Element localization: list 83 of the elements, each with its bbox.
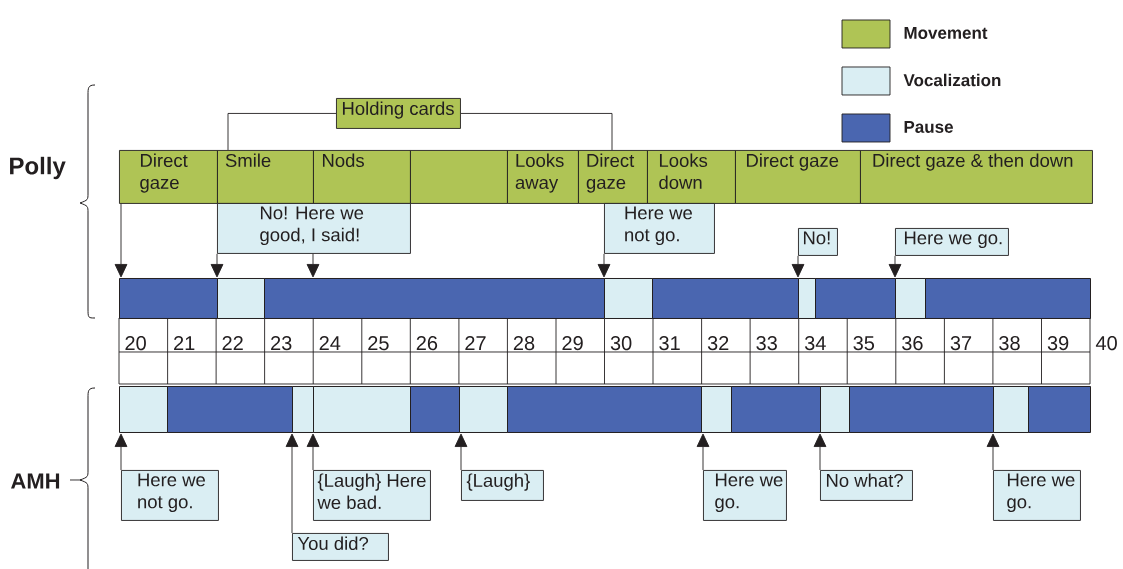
time-number: 40	[1095, 336, 1117, 351]
time-number: 20	[125, 336, 146, 351]
time-number: 30	[610, 336, 632, 351]
arrow	[306, 433, 320, 471]
timeline-segment	[604, 278, 653, 319]
time-number: 37	[950, 336, 972, 351]
timeline-segment	[507, 386, 702, 433]
callout-box: No! Here we good, I said!	[217, 203, 411, 254]
legend-label: Movement	[904, 27, 988, 39]
time-number: 22	[222, 336, 243, 350]
arrow	[114, 433, 128, 471]
timeline-segment	[798, 278, 816, 319]
timeline-segment	[1028, 386, 1091, 433]
timeline-segment	[410, 386, 460, 433]
time-number: 23	[271, 336, 292, 351]
arrow	[306, 253, 320, 278]
label-box: Holding cards	[336, 98, 461, 129]
callout-box: You did?	[292, 533, 389, 561]
movement-box: Direct gaze	[735, 150, 861, 204]
timeline-segment	[217, 278, 265, 319]
time-number: 38	[999, 336, 1020, 351]
time-number: 31	[659, 336, 680, 351]
arrow	[454, 433, 468, 471]
connector-line	[460, 113, 613, 151]
time-number: 33	[756, 336, 777, 351]
arrow	[986, 433, 1000, 471]
speaker-label: Polly	[10, 156, 66, 180]
time-number: 35	[853, 336, 875, 351]
time-number: 26	[416, 336, 438, 351]
timeline-segment	[264, 278, 605, 319]
arrow	[597, 253, 611, 278]
timeline-segment	[652, 278, 799, 319]
time-number: 36	[902, 336, 923, 351]
arrow	[888, 255, 902, 278]
callout-box: Here we go.	[993, 470, 1081, 521]
callout-box: Here we go.	[895, 228, 1009, 256]
speaker-label: AMH	[11, 473, 60, 489]
timeline-segment	[459, 386, 508, 433]
timeline-segment	[167, 386, 293, 433]
timeline-segment	[731, 386, 821, 433]
callout-box: Here we not go.	[604, 203, 715, 254]
timeline-segment	[119, 278, 218, 319]
timeline-segment	[895, 278, 926, 319]
arrow	[285, 433, 299, 534]
arrow	[791, 255, 805, 278]
time-number: 32	[707, 336, 729, 351]
callout-box: No what?	[820, 470, 913, 501]
timeline-segment	[815, 278, 896, 319]
timeline-segment	[292, 386, 314, 433]
time-number: 27	[465, 336, 486, 350]
callout-box: {Laugh} Here we bad.	[313, 470, 431, 521]
timeline-segment	[820, 386, 850, 433]
timeline-segment	[925, 278, 1091, 319]
legend-label: Vocalization	[903, 73, 1001, 87]
time-number: 21	[174, 336, 195, 350]
connector-line	[227, 113, 337, 151]
time-number: 39	[1047, 336, 1069, 351]
callout-box: Here we go.	[703, 470, 787, 521]
legend-label: Pause	[904, 121, 953, 133]
arrow	[813, 433, 827, 471]
time-number: 25	[368, 336, 389, 351]
timeline-segment	[849, 386, 994, 433]
callout-box: Here we not go.	[121, 470, 219, 521]
time-number: 29	[562, 336, 583, 351]
time-number: 28	[513, 336, 535, 351]
timeline-segment	[993, 386, 1029, 433]
movement-box: Looks away	[507, 150, 579, 204]
movement-box: Direct gaze	[578, 150, 648, 204]
movement-box: Smile	[217, 150, 314, 204]
arrow	[114, 203, 128, 278]
movement-box	[410, 150, 508, 204]
movement-box: Direct gaze	[119, 150, 218, 204]
movement-box: Looks down	[647, 150, 736, 204]
time-number: 24	[319, 336, 341, 350]
time-number: 34	[804, 336, 826, 351]
movement-box: Direct gaze & then down	[860, 150, 1093, 204]
arrow	[210, 253, 224, 278]
callout-box: No!	[798, 228, 838, 256]
movement-box: Nods	[313, 150, 411, 204]
callout-box: {Laugh}	[461, 470, 544, 501]
timeline-segment	[701, 386, 732, 433]
timeline-segment	[119, 386, 168, 433]
arrow	[696, 433, 710, 471]
